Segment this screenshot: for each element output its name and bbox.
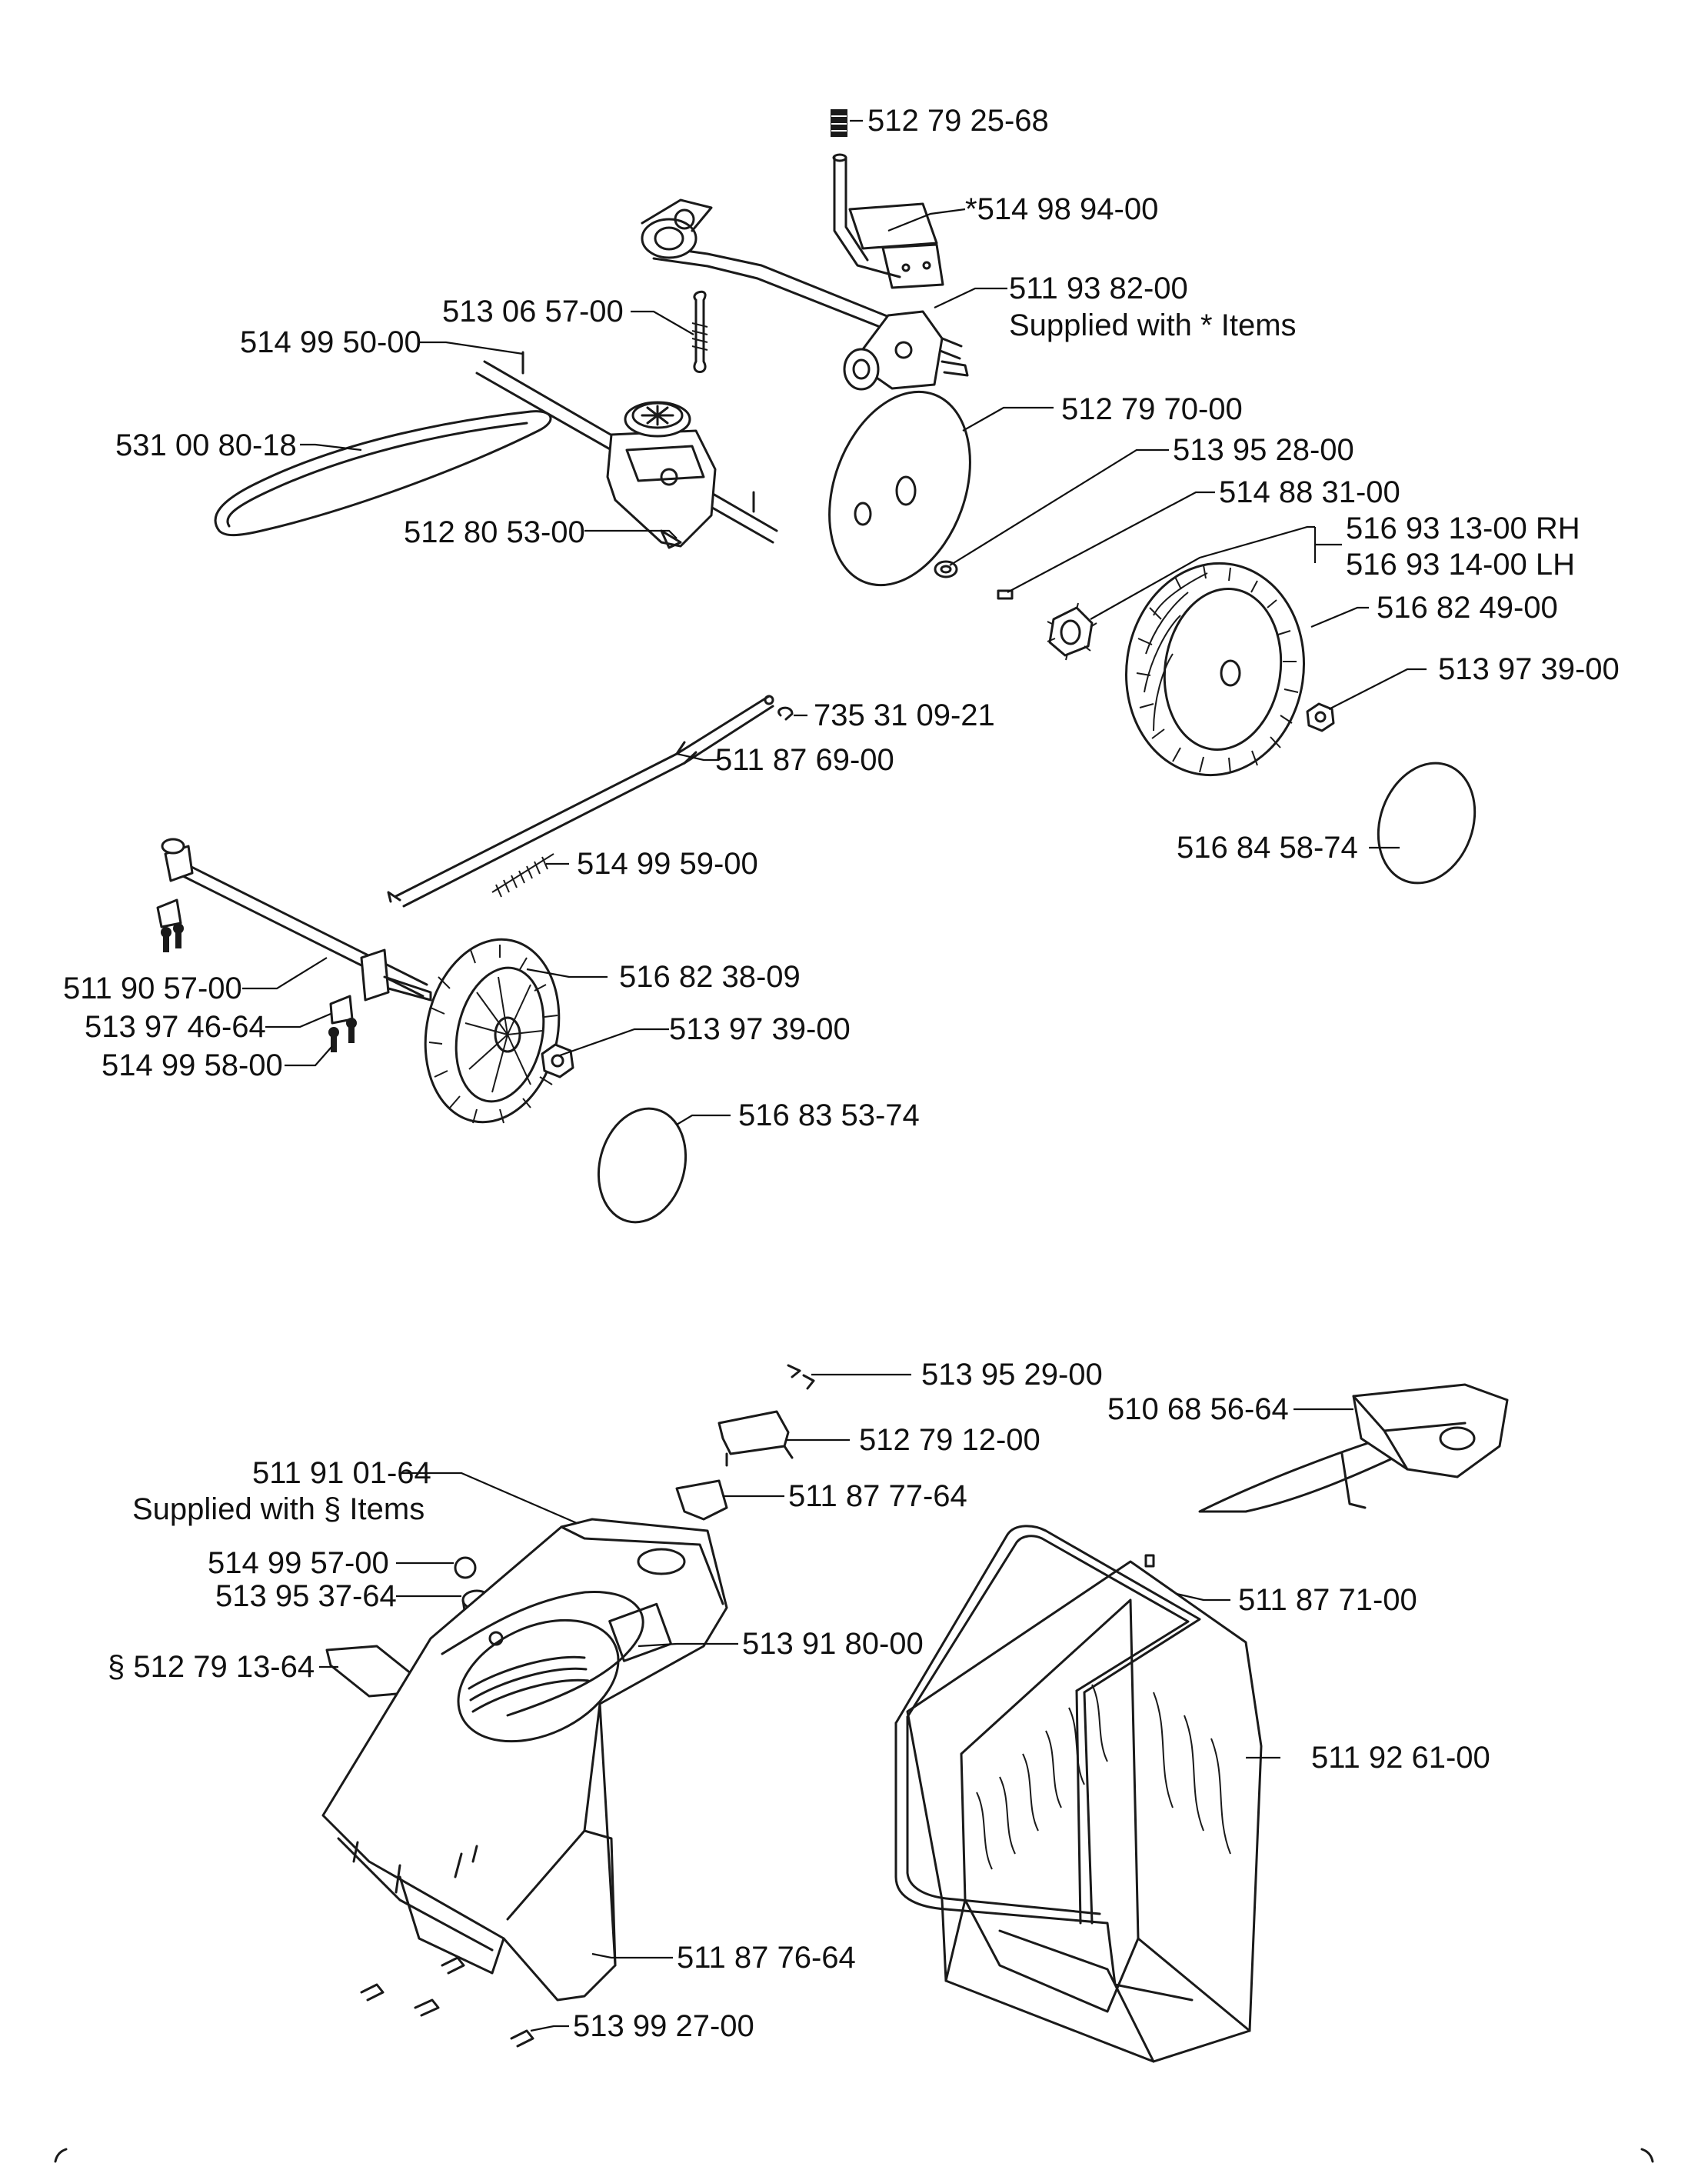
hinge-plate-part (675, 1479, 728, 1521)
washer-part (934, 560, 958, 578)
housing-clip-part (360, 1956, 534, 2048)
axle-bracket-part (156, 898, 357, 1052)
front-axle-part (161, 838, 432, 1002)
transmission-part (475, 360, 778, 549)
spring-part (691, 290, 708, 373)
label-735-31-09-21: 735 31 09-21 (814, 698, 995, 732)
front-nut-part (541, 1043, 574, 1078)
label-514-99-57-00: 514 99 57-00 (208, 1546, 389, 1580)
label-512-80-53-00: 512 80 53-00 (404, 515, 585, 549)
label-514-99-58-00: 514 99 58-00 (102, 1048, 283, 1082)
bag-frame-part (894, 1525, 1201, 2002)
label-513-95-28-00: 513 95 28-00 (1173, 433, 1354, 467)
label-516-82-49-00: 516 82 49-00 (1377, 591, 1558, 625)
label-511-87-71-00: 511 87 71-00 (1238, 1583, 1417, 1617)
rear-wheel-part (1125, 562, 1305, 777)
set-screw-part (831, 109, 847, 137)
plug-part (454, 1556, 477, 1579)
front-hubcap-part (597, 1107, 688, 1224)
label-514-99-59-00: 514 99 59-00 (577, 847, 758, 881)
control-lever-part (832, 153, 944, 289)
label-516-93-13-00-rh: 516 93 13-00 RH (1346, 512, 1580, 545)
label-516-93-14-00-lh: 516 93 14-00 LH (1346, 548, 1575, 582)
rear-hubcap-part (1377, 762, 1477, 885)
tension-spring-part (491, 853, 554, 898)
label-supplied-with-section-items: Supplied with § Items (132, 1492, 425, 1526)
label-512-79-12-00: 512 79 12-00 (859, 1423, 1040, 1457)
label-531-00-80-18: 531 00 80-18 (115, 428, 297, 462)
decal-part (848, 202, 938, 250)
grass-bag-part (906, 1560, 1263, 2063)
label-513-06-57-00: 513 06 57-00 (442, 295, 624, 328)
label-511-91-01-64: 511 91 01-64 (252, 1456, 431, 1490)
label-513-95-29-00: 513 95 29-00 (921, 1358, 1103, 1392)
label-supplied-with-star-items: Supplied with * Items (1009, 308, 1297, 342)
deflector-part (1198, 1383, 1509, 1513)
label-516-83-53-74: 516 83 53-74 (738, 1098, 920, 1132)
clip-part (777, 706, 794, 721)
label-514-98-94-00: *514 98 94-00 (965, 192, 1158, 226)
label-511-87-77-64: 511 87 77-64 (788, 1479, 967, 1513)
small-clip-part (787, 1364, 815, 1390)
label-514-88-31-00: 514 88 31-00 (1219, 475, 1400, 509)
label-512-79-13-64: § 512 79 13-64 (108, 1650, 315, 1684)
label-513-99-27-00: 513 99 27-00 (573, 2009, 754, 2043)
gear-part (1047, 602, 1097, 661)
label-511-90-57-00: 511 90 57-00 (63, 972, 242, 1005)
label-510-68-56-64: 510 68 56-64 (1107, 1392, 1289, 1426)
front-wheel-part (424, 938, 561, 1124)
label-516-82-38-09: 516 82 38-09 (619, 960, 801, 994)
label-516-84-58-74: 516 84 58-74 (1177, 831, 1358, 865)
drive-rod-part (641, 198, 963, 360)
part-labels: 512 79 25-68 *514 98 94-00 511 93 82-00 … (63, 104, 1620, 2043)
label-511-93-82-00: 511 93 82-00 (1009, 272, 1188, 305)
mower-housing-part (321, 1518, 728, 2002)
label-512-79-25-68: 512 79 25-68 (867, 104, 1049, 138)
label-511-87-76-64: 511 87 76-64 (677, 1941, 856, 1975)
label-513-91-80-00: 513 91 80-00 (742, 1627, 924, 1661)
label-513-97-46-64: 513 97 46-64 (85, 1010, 266, 1044)
label-511-87-69-00: 511 87 69-00 (715, 743, 894, 777)
label-511-92-61-00: 511 92 61-00 (1311, 1741, 1490, 1775)
label-513-95-37-64: 513 95 37-64 (215, 1579, 397, 1613)
rear-nut-part (1306, 702, 1335, 732)
label-512-79-70-00: 512 79 70-00 (1061, 392, 1243, 426)
key-part (997, 589, 1014, 600)
label-513-97-39-00-rear: 513 97 39-00 (1438, 652, 1620, 686)
label-513-97-39-00-front: 513 97 39-00 (669, 1012, 851, 1046)
bag-bracket-part (717, 1410, 794, 1467)
pulley-disc-part (828, 390, 971, 587)
label-514-99-50-00: 514 99 50-00 (240, 325, 421, 359)
bracket-part (843, 310, 969, 391)
leader-lines (242, 119, 1427, 2032)
page-edge-marks (54, 2148, 1654, 2163)
